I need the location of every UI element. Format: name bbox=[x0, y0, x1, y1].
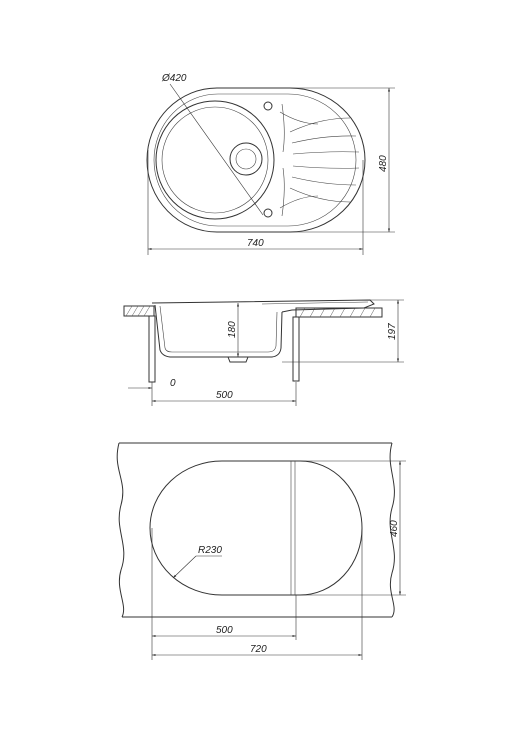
panel-break-left bbox=[116, 442, 125, 618]
width-label: 740 bbox=[247, 238, 264, 249]
sink-rim bbox=[151, 299, 375, 313]
tap-hole-top bbox=[263, 101, 273, 111]
bowl-profile-inner bbox=[159, 305, 278, 353]
drainer-top bbox=[261, 301, 369, 305]
drain-outlet bbox=[227, 356, 249, 363]
countertop-left bbox=[123, 305, 155, 317]
panel-break-right bbox=[389, 442, 395, 618]
bowl-profile-outer bbox=[154, 304, 283, 358]
bowl-inner bbox=[161, 106, 269, 214]
countertop-left-hatch bbox=[125, 305, 151, 317]
radius-label: R230 bbox=[198, 545, 222, 556]
sink-inner-outline bbox=[153, 93, 357, 227]
cutout-width-label: 720 bbox=[250, 644, 267, 655]
cabinet-wall-left bbox=[148, 315, 156, 383]
cabinet-wall-right bbox=[292, 316, 300, 382]
drain-inner bbox=[235, 148, 257, 170]
cutout-view: R230 460 500 720 bbox=[116, 442, 406, 660]
section-view: 180 197 0 500 bbox=[123, 299, 404, 406]
depth-label: 180 bbox=[227, 321, 238, 338]
cutout-outline bbox=[149, 460, 363, 596]
bowl-outer bbox=[155, 100, 275, 220]
top-view: Ø420 740 480 bbox=[146, 73, 395, 255]
offset-label: 0 bbox=[170, 378, 176, 389]
cutout-height-label: 460 bbox=[389, 520, 400, 537]
countertop-right bbox=[295, 307, 383, 318]
section-height-label: 197 bbox=[387, 323, 398, 340]
section-width-label: 500 bbox=[216, 390, 233, 401]
drainer-ribs bbox=[279, 103, 360, 217]
diameter-leader bbox=[169, 83, 264, 216]
cutout-inner-width-label: 500 bbox=[216, 625, 233, 636]
drain-outer bbox=[229, 142, 263, 176]
height-label: 480 bbox=[378, 155, 389, 172]
radius-leader bbox=[172, 555, 197, 579]
tap-hole-bottom bbox=[263, 208, 273, 218]
diameter-label: Ø420 bbox=[161, 73, 187, 84]
